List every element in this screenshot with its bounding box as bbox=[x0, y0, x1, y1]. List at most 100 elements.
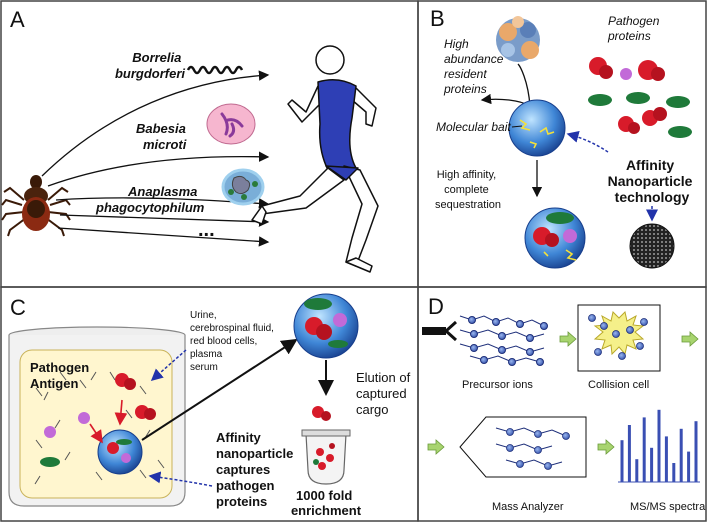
pathogen-2-line2: microti bbox=[143, 137, 187, 152]
flow-arrow-4 bbox=[597, 439, 615, 455]
loaded-bead bbox=[524, 207, 586, 269]
elution-line2: captured bbox=[356, 386, 407, 401]
analyzer-label: Mass Analyzer bbox=[492, 501, 564, 513]
svg-text:Urine, cerebrospinal flu: Urine, cerebrospinal fluid, red blood ce… bbox=[190, 310, 277, 373]
ms-ms-spectrum bbox=[618, 409, 700, 483]
collision-cell bbox=[577, 304, 661, 372]
resident-line1: High bbox=[444, 37, 469, 51]
antigen-line2: Antigen bbox=[30, 376, 78, 391]
borrelia-spiral bbox=[186, 65, 244, 75]
flow-arrow-3 bbox=[427, 439, 445, 455]
fluid-line4: plasma bbox=[190, 349, 223, 360]
capture-pointer bbox=[148, 471, 213, 487]
technology-pointer bbox=[566, 130, 609, 153]
resident-protein-icon bbox=[496, 16, 540, 62]
spectrum-peak bbox=[664, 436, 668, 482]
enrichment-line2: enrichment bbox=[291, 503, 362, 518]
capture-line4: pathogen bbox=[216, 478, 275, 493]
collection-tube bbox=[301, 429, 351, 485]
capture-arrow-red bbox=[89, 423, 103, 444]
svg-text:Elution of captured: Elution of captured cargo bbox=[356, 370, 414, 417]
panel-d-letter: D bbox=[428, 294, 444, 319]
transfer-arrow bbox=[141, 338, 298, 441]
runner-illustration bbox=[251, 45, 379, 273]
sequestration-line1: High affinity, bbox=[437, 169, 497, 181]
eluted-protein bbox=[312, 406, 331, 421]
resident-line4: proteins bbox=[443, 82, 487, 96]
capture-line1: Affinity bbox=[216, 430, 262, 445]
babesia-cell bbox=[206, 103, 256, 145]
svg-text:High abundance res: High abundance resident proteins bbox=[443, 37, 507, 96]
arrow-babesia bbox=[47, 151, 270, 187]
captured-bead bbox=[293, 293, 359, 359]
anaplasma-cell bbox=[221, 168, 265, 206]
svg-text:Anaplasma phagocytophilu: Anaplasma phagocytophilum bbox=[95, 184, 205, 215]
spectrum-peak bbox=[687, 451, 691, 482]
spectrum-peak bbox=[620, 440, 624, 482]
mass-analyzer bbox=[459, 416, 587, 478]
flow-arrow-2 bbox=[681, 331, 699, 347]
spectrum-peak bbox=[679, 428, 683, 482]
panel-b-letter: B bbox=[430, 6, 445, 31]
pathogen-protein-cluster bbox=[588, 57, 692, 138]
technology-line1: Affinity bbox=[626, 157, 674, 173]
precursor-ion-chains bbox=[459, 315, 548, 366]
bait-leader bbox=[511, 125, 523, 128]
arrow-other-2 bbox=[57, 227, 270, 247]
svg-text:1000 fold enrichment: 1000 fold enrichment bbox=[291, 488, 362, 518]
enrichment-line1: 1000 fold bbox=[296, 488, 352, 503]
capture-line5: proteins bbox=[216, 494, 267, 509]
panel-d-border bbox=[417, 286, 707, 522]
antigen-line1: Pathogen bbox=[30, 360, 89, 375]
sequestration-line2: complete bbox=[444, 184, 489, 196]
panel-d: D Precursor ions bbox=[422, 294, 706, 513]
ellipsis: ... bbox=[198, 219, 215, 241]
fluid-line1: Urine, bbox=[190, 310, 217, 321]
precursor-label: Precursor ions bbox=[462, 379, 533, 391]
pathogen-proteins-line2: proteins bbox=[607, 29, 651, 43]
panel-a-letter: A bbox=[10, 7, 25, 32]
panel-c: C Pathogen Antigen Urine, bbox=[8, 293, 414, 518]
spectrum-peak bbox=[650, 447, 654, 482]
sequestration-line3: sequestration bbox=[435, 199, 501, 211]
panel-a: A Borrelia burgdorferi bbox=[1, 7, 379, 273]
spectrum-peak bbox=[635, 459, 639, 482]
svg-text:Borrelia burgdorferi: Borrelia burgdorferi bbox=[115, 50, 185, 81]
fluid-line5: serum bbox=[190, 362, 218, 373]
arrow-borrelia bbox=[41, 70, 270, 177]
capture-line2: nanoparticle bbox=[216, 446, 293, 461]
svg-text:Babesia microti: Babesia microti bbox=[136, 121, 190, 152]
technology-line2: Nanoparticle bbox=[608, 173, 693, 189]
molecular-bait-bead bbox=[508, 99, 566, 157]
flow-arrow-1 bbox=[559, 331, 577, 347]
svg-text:Pathogen Antigen: Pathogen Antigen bbox=[30, 360, 93, 391]
tick-illustration bbox=[1, 175, 71, 237]
elution-line3: cargo bbox=[356, 402, 389, 417]
nanoparticle-mesh bbox=[629, 223, 675, 269]
technology-line3: technology bbox=[615, 189, 690, 205]
pathogen-3-line1: Anaplasma bbox=[127, 184, 197, 199]
pathogen-proteins-line1: Pathogen bbox=[608, 14, 660, 28]
sample-jar bbox=[8, 326, 186, 507]
pathogen-2-line1: Babesia bbox=[136, 121, 186, 136]
molecular-bait-label: Molecular bait bbox=[436, 120, 511, 134]
collision-label: Collision cell bbox=[588, 379, 649, 391]
fluid-pointer bbox=[150, 349, 187, 381]
spectrum-peak bbox=[657, 409, 661, 482]
jar-bead bbox=[97, 429, 143, 475]
elution-line1: Elution of bbox=[356, 370, 411, 385]
spectrum-peak bbox=[642, 417, 646, 482]
svg-text:Affinity nanoparticle: Affinity nanoparticle captures pathogen … bbox=[216, 430, 297, 509]
pathogen-1-line2: burgdorferi bbox=[115, 66, 185, 81]
capture-line3: captures bbox=[216, 462, 270, 477]
ion-source bbox=[422, 320, 458, 342]
pathogen-1-line1: Borrelia bbox=[132, 50, 181, 65]
capture-arrow-red-2 bbox=[114, 399, 128, 426]
spectrum-peak bbox=[627, 425, 631, 482]
panel-b: B High abundance resident proteins Patho… bbox=[430, 6, 693, 269]
spectrum-peak bbox=[694, 421, 698, 482]
svg-text:Pathogen proteins: Pathogen proteins bbox=[607, 14, 663, 43]
spectra-label: MS/MS spectra bbox=[630, 501, 706, 513]
fluid-line2: cerebrospinal fluid, bbox=[190, 323, 274, 334]
